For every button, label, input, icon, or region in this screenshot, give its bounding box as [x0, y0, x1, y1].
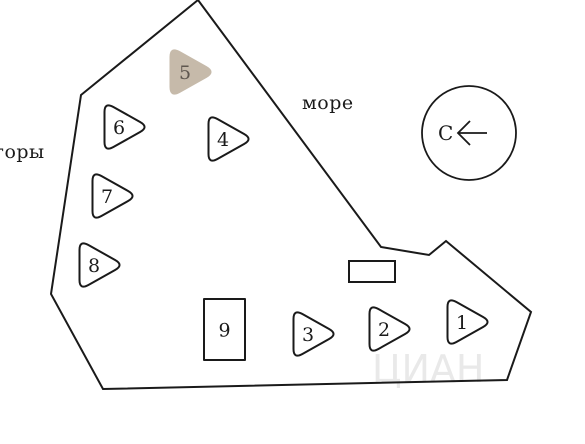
plot-4-shape [207, 116, 250, 162]
plot-1-number: 1 [456, 312, 468, 334]
watermark: ЦИАН [372, 347, 485, 391]
sea-label: море [302, 92, 354, 114]
plot-7-number: 7 [101, 186, 113, 208]
plot-6[interactable]: 6 [103, 104, 146, 150]
plot-3-number: 3 [302, 324, 314, 346]
plot-8-shape [78, 242, 121, 288]
mountains-label: горы [0, 141, 45, 163]
plot-3[interactable]: 3 [292, 311, 335, 357]
plot-7-shape [91, 173, 134, 219]
compass: С [421, 85, 517, 181]
plot-8-number: 8 [88, 255, 100, 277]
plot-2[interactable]: 2 [368, 306, 411, 352]
plot-1-shape [446, 299, 489, 345]
plots-layer: 5 6 4 7 8 9 3 2 1 [78, 49, 489, 361]
plot-9-shape [203, 298, 246, 361]
compass-circle [421, 85, 517, 181]
plot-4[interactable]: 4 [207, 116, 250, 162]
plot-9-number: 9 [218, 320, 230, 342]
plot-2-number: 2 [378, 319, 390, 341]
plot-1[interactable]: 1 [446, 299, 489, 345]
arrow-left-icon [456, 120, 487, 146]
compass-north-letter: С [438, 121, 453, 145]
plot-7[interactable]: 7 [91, 173, 134, 219]
plot-8[interactable]: 8 [78, 242, 121, 288]
plot-6-shape [103, 104, 146, 150]
plot-5-shape [169, 49, 212, 95]
plot-6-number: 6 [113, 117, 125, 139]
small-building [348, 260, 396, 283]
plot-4-number: 4 [217, 129, 229, 151]
territory-boundary [49, 0, 533, 391]
plot-5-number: 5 [179, 62, 191, 84]
plot-9[interactable]: 9 [203, 298, 246, 361]
plot-3-shape [292, 311, 335, 357]
plot-2-shape [368, 306, 411, 352]
plot-5[interactable]: 5 [169, 49, 212, 95]
